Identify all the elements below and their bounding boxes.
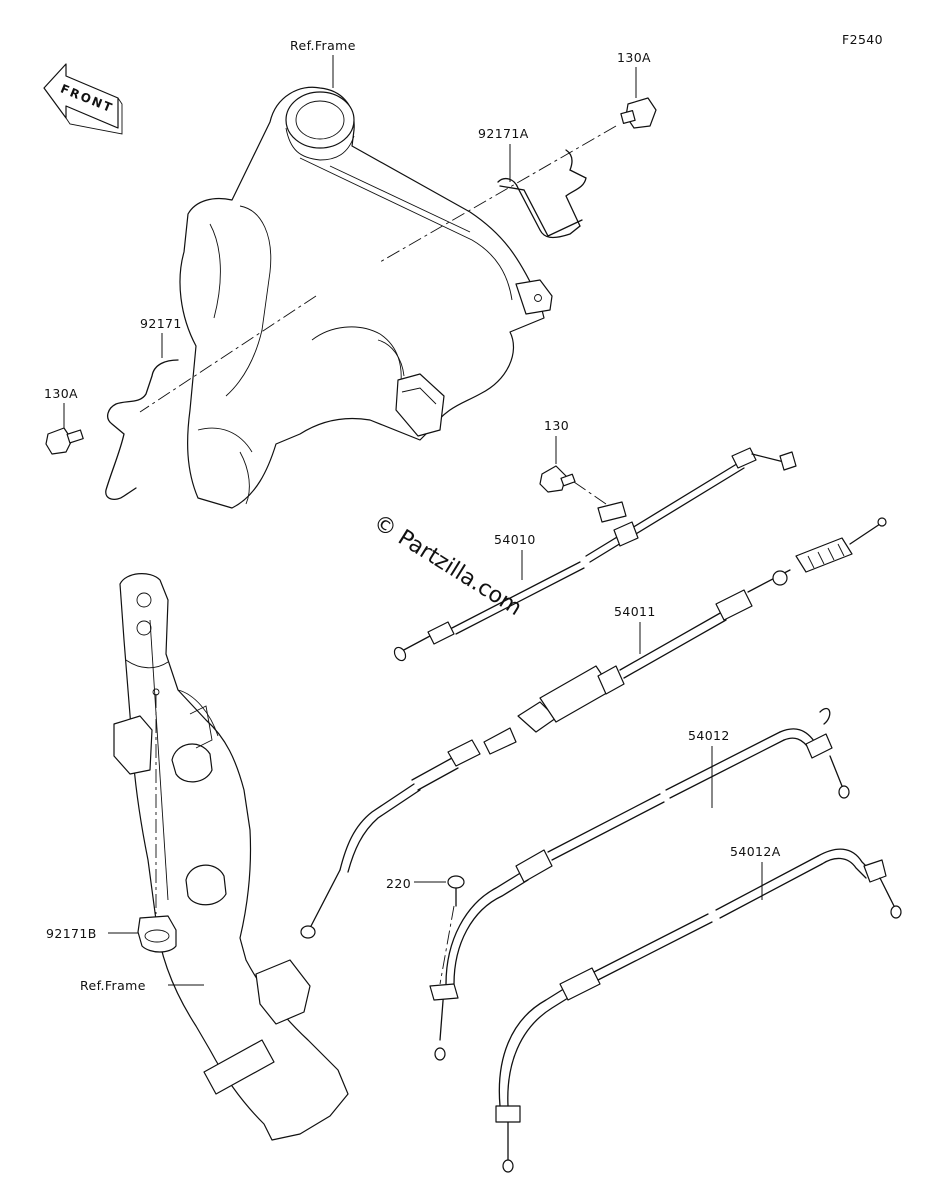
watermark: © Partzilla.com <box>369 510 526 621</box>
cable-54012a <box>495 848 902 1173</box>
callout-130a-left: 130A <box>44 386 78 401</box>
callout-54012a: 54012A <box>730 844 781 859</box>
screw-220-icon <box>447 875 465 907</box>
callout-54012: 54012 <box>688 728 730 743</box>
callout-54010: 54010 <box>494 532 536 547</box>
callout-130: 130 <box>544 418 569 433</box>
callout-92171b: 92171B <box>46 926 97 941</box>
bolt-130-icon <box>539 465 576 493</box>
figure-code: F2540 <box>842 32 883 47</box>
clamp-92171a-icon <box>497 149 587 239</box>
callout-130a-top: 130A <box>617 50 651 65</box>
frame-upper <box>179 86 553 509</box>
clamp-92171-icon <box>105 359 179 501</box>
callout-220: 220 <box>386 876 411 891</box>
clamp-92171b-icon <box>137 915 177 953</box>
callout-92171: 92171 <box>140 316 182 331</box>
bolt-130a-top-icon <box>620 97 657 129</box>
ref-frame-bottom-label: Ref.Frame <box>80 978 146 993</box>
cable-54010 <box>393 447 797 662</box>
frame-lower <box>113 573 349 1141</box>
front-arrow-icon: FRONT <box>43 63 123 135</box>
ref-frame-top-label: Ref.Frame <box>290 38 356 53</box>
cable-54012 <box>429 707 850 1061</box>
bolt-130a-left-icon <box>45 427 84 455</box>
callout-54011: 54011 <box>614 604 656 619</box>
callout-92171a: 92171A <box>478 126 529 141</box>
cable-54011 <box>300 517 887 939</box>
